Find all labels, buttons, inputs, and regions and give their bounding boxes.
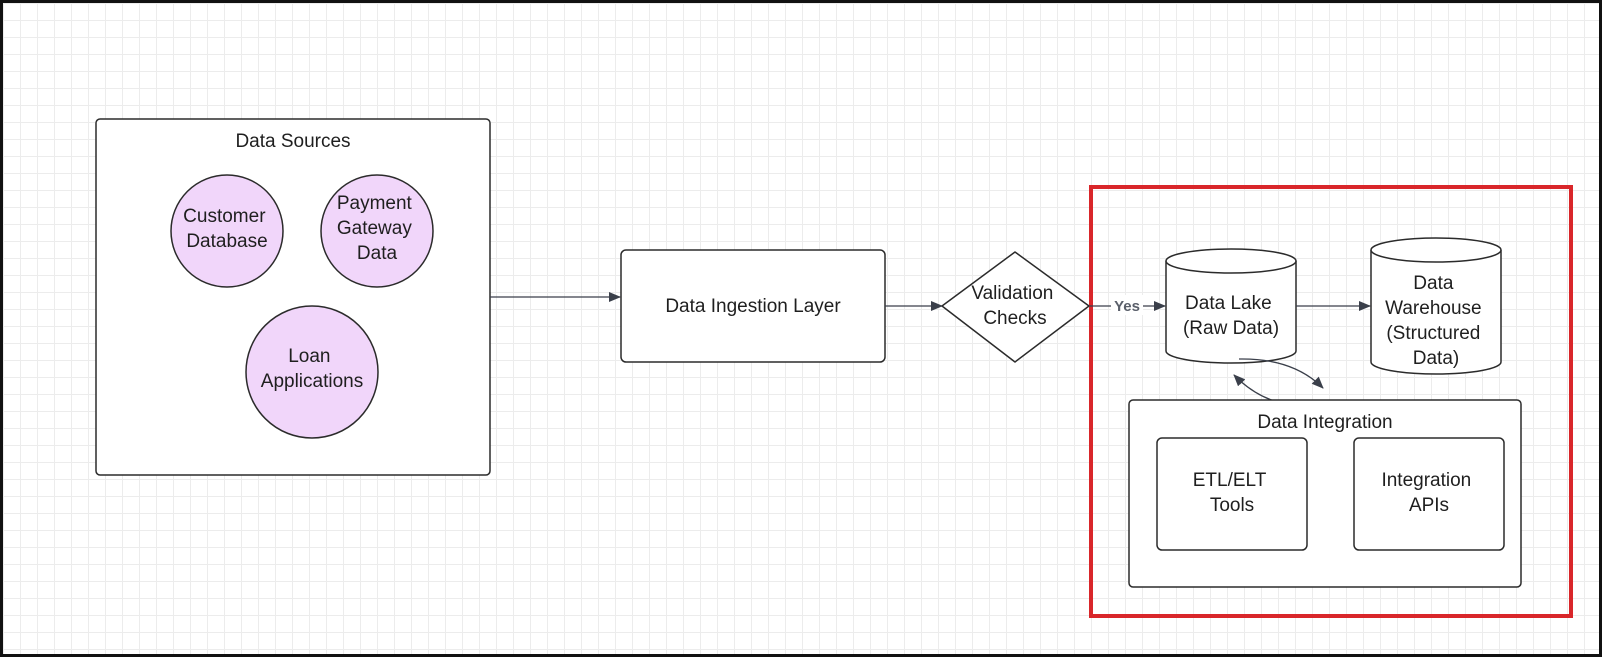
data-warehouse-node[interactable]: Data Warehouse (Structured Data) xyxy=(1370,237,1502,375)
arrow-lake-to-integration[interactable] xyxy=(1238,358,1324,389)
etl-elt-tools-node[interactable]: ETL/ELT Tools xyxy=(1156,437,1308,551)
data-ingestion-layer-node[interactable]: Data Ingestion Layer xyxy=(620,249,886,363)
payment-gateway-line-3: Data xyxy=(357,243,398,264)
data-warehouse-line-2: Warehouse xyxy=(1385,298,1481,319)
data-lake-node[interactable]: Data Lake (Raw Data) xyxy=(1165,248,1297,364)
validation-line-2: Checks xyxy=(983,308,1046,329)
highlight-box xyxy=(1089,185,1573,618)
svg-text:Payment Gateway Da: Payment Gateway Data xyxy=(337,193,417,264)
data-lake-line-2: (Raw Data) xyxy=(1183,318,1279,339)
payment-gateway-node[interactable]: Payment Gateway Data xyxy=(320,174,434,288)
integration-apis-line-1: Integration xyxy=(1381,470,1471,491)
loan-applications-line-2: Applications xyxy=(261,371,363,392)
payment-gateway-line-1: Payment xyxy=(337,193,413,214)
data-warehouse-line-4: Data) xyxy=(1413,348,1459,369)
loan-applications-node[interactable]: Loan Applications xyxy=(245,305,379,439)
yes-label: Yes xyxy=(1114,298,1140,315)
data-sources-title: Data Sources xyxy=(235,131,350,152)
payment-gateway-line-2: Gateway xyxy=(337,218,412,239)
yes-label-background xyxy=(1111,295,1143,315)
svg-text:Customer Database: Customer Database xyxy=(183,206,271,252)
integration-apis-line-2: APIs xyxy=(1409,495,1449,516)
svg-text:Integration APIs: Integration APIs xyxy=(1381,470,1476,516)
etl-tools-line-2: Tools xyxy=(1210,495,1254,516)
customer-database-node[interactable]: Customer Database xyxy=(170,174,284,288)
data-warehouse-line-1: Data xyxy=(1413,273,1454,294)
validation-checks-node[interactable]: Validation Checks xyxy=(941,251,1090,363)
data-warehouse-line-3: (Structured xyxy=(1386,323,1480,344)
data-ingestion-layer-label: Data Ingestion Layer xyxy=(665,296,841,317)
loan-applications-line-1: Loan xyxy=(288,346,330,367)
svg-text:ETL/ELT Tools: ETL/ELT Tools xyxy=(1193,470,1272,516)
customer-database-line-1: Customer xyxy=(183,206,266,227)
data-lake-line-1: Data Lake xyxy=(1185,293,1272,314)
svg-text:Validation Checks: Validation Checks xyxy=(971,283,1058,329)
validation-line-1: Validation xyxy=(971,283,1053,304)
svg-text:Data Lake (Raw Data): Data Lake (Raw Data) xyxy=(1183,293,1279,339)
data-integration-title: Data Integration xyxy=(1257,412,1392,433)
flow-diagram: Data Sources Customer Database Payment G… xyxy=(95,118,1573,618)
customer-database-line-2: Database xyxy=(186,231,267,252)
svg-text:Loan Applications: Loan Applications xyxy=(261,346,363,392)
svg-text:Data Warehouse (St: Data Warehouse (Structured Data) xyxy=(1385,273,1487,369)
integration-apis-node[interactable]: Integration APIs xyxy=(1353,437,1505,551)
etl-tools-line-1: ETL/ELT xyxy=(1193,470,1267,491)
